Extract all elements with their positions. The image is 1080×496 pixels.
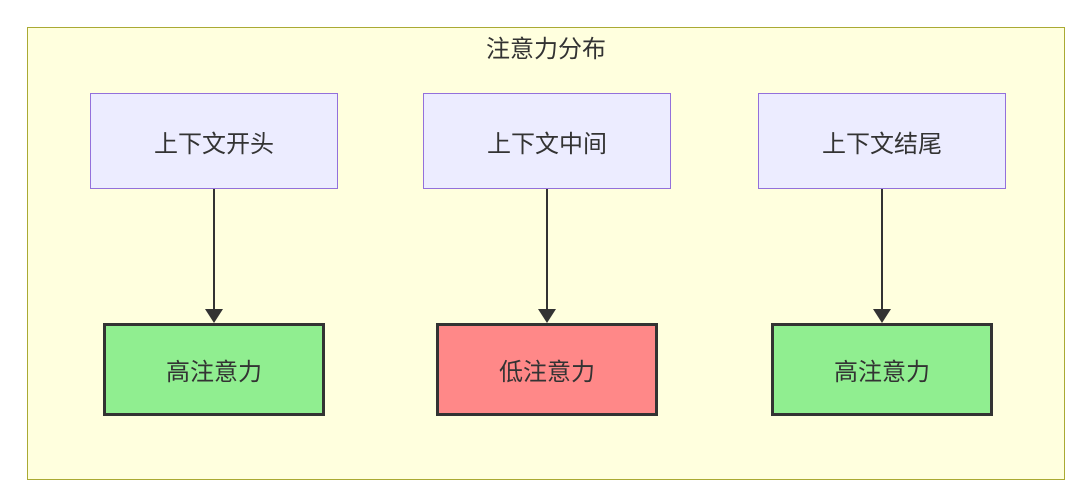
node-context-middle: 上下文中间: [423, 93, 671, 189]
node-high-attention-right: 高注意力: [771, 323, 993, 416]
diagram-title: 注意力分布: [486, 36, 606, 63]
arrowhead-icon: [538, 309, 556, 323]
arrow-stem: [546, 189, 548, 311]
arrow-stem: [881, 189, 883, 311]
node-context-end: 上下文结尾: [758, 93, 1006, 189]
flow-column-context-beginning: 上下文开头 高注意力: [90, 93, 338, 416]
node-low-attention-middle: 低注意力: [436, 323, 658, 416]
node-context-beginning: 上下文开头: [90, 93, 338, 189]
attention-distribution-group: 注意力分布 上下文开头 高注意力 上下文中间 低注意力 上下文结尾 高注意力: [27, 27, 1065, 480]
arrow-stem: [213, 189, 215, 311]
arrowhead-icon: [873, 309, 891, 323]
arrowhead-icon: [205, 309, 223, 323]
arrow-down-icon: [423, 189, 671, 323]
arrow-down-icon: [90, 189, 338, 323]
flow-column-context-middle: 上下文中间 低注意力: [423, 93, 671, 416]
arrow-down-icon: [758, 189, 1006, 323]
node-high-attention-left: 高注意力: [103, 323, 325, 416]
flow-column-context-end: 上下文结尾 高注意力: [758, 93, 1006, 416]
